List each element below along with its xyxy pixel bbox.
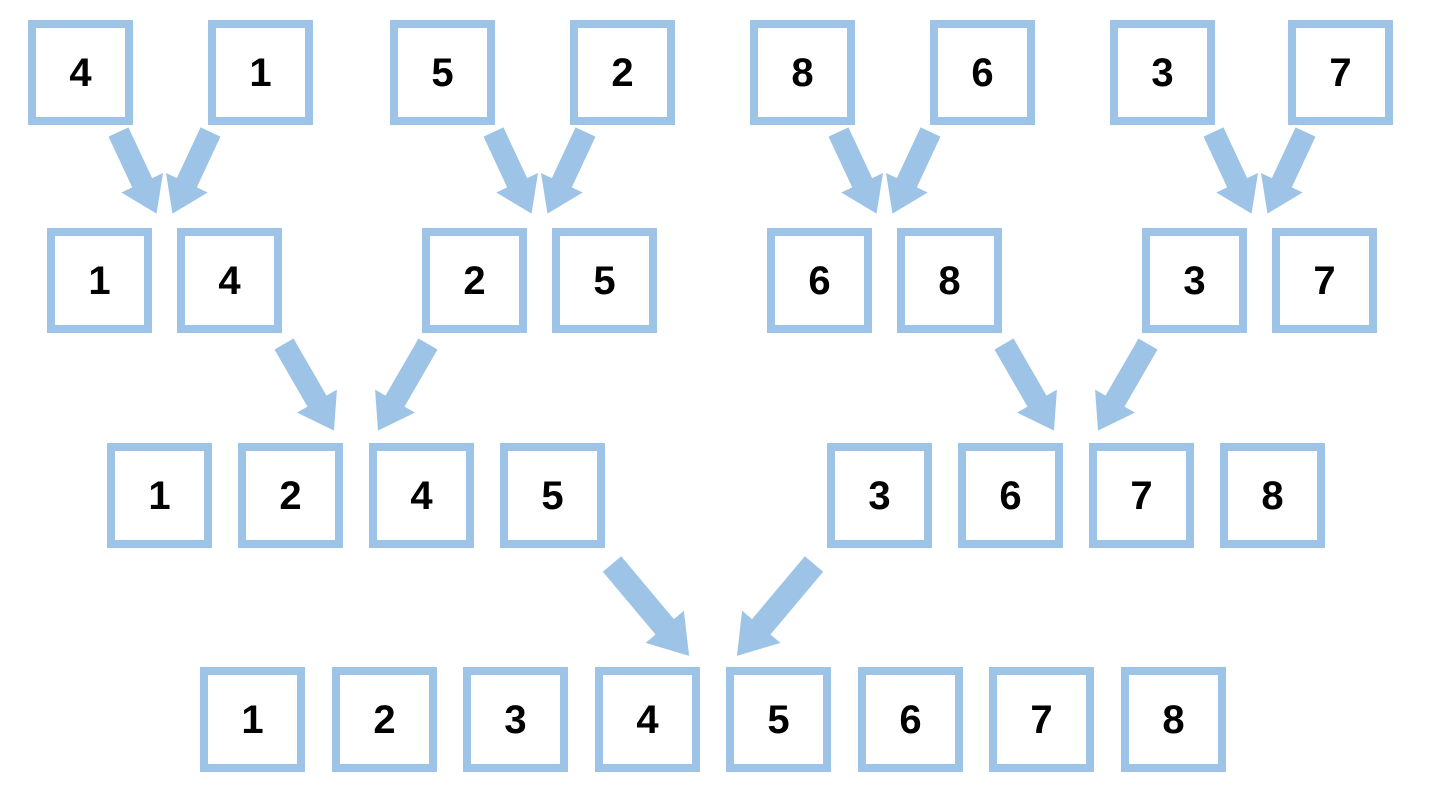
merge-arrow-icon	[165, 127, 221, 214]
value-box: 4	[369, 443, 474, 548]
merge-arrow-icon	[483, 127, 539, 214]
value-box: 8	[897, 228, 1002, 333]
value-box: 5	[500, 443, 605, 548]
merge-arrow-icon	[375, 338, 438, 431]
value-box: 3	[1110, 20, 1215, 125]
merge-arrow-icon	[540, 127, 596, 214]
value-box: 1	[200, 667, 305, 772]
merge-arrow-icon	[1095, 338, 1158, 431]
merge-arrow-icon	[602, 556, 690, 656]
merge-arrow-icon	[1260, 127, 1316, 214]
value-box: 1	[47, 228, 152, 333]
value-box: 6	[858, 667, 963, 772]
value-box: 7	[1272, 228, 1377, 333]
merge-arrow-icon	[1203, 127, 1259, 214]
value-box: 4	[595, 667, 700, 772]
value-box: 2	[422, 228, 527, 333]
value-box: 7	[1288, 20, 1393, 125]
merge-arrow-icon	[994, 338, 1057, 431]
merge-arrow-icon	[885, 127, 941, 214]
value-box: 2	[332, 667, 437, 772]
value-box: 3	[827, 443, 932, 548]
value-box: 8	[1220, 443, 1325, 548]
value-box: 5	[390, 20, 495, 125]
value-box: 4	[28, 20, 133, 125]
value-box: 1	[208, 20, 313, 125]
value-box: 2	[570, 20, 675, 125]
value-box: 5	[726, 667, 831, 772]
value-box: 1	[107, 443, 212, 548]
merge-arrow-icon	[828, 127, 884, 214]
value-box: 7	[1089, 443, 1194, 548]
value-box: 7	[989, 667, 1094, 772]
merge-arrow-icon	[274, 338, 337, 431]
merge-arrow-icon	[736, 556, 824, 656]
value-box: 3	[1142, 228, 1247, 333]
value-box: 3	[463, 667, 568, 772]
value-box: 2	[238, 443, 343, 548]
value-box: 6	[958, 443, 1063, 548]
value-box: 4	[177, 228, 282, 333]
value-box: 6	[930, 20, 1035, 125]
value-box: 5	[552, 228, 657, 333]
merge-arrow-icon	[108, 127, 164, 214]
value-box: 8	[750, 20, 855, 125]
value-box: 6	[767, 228, 872, 333]
value-box: 8	[1121, 667, 1226, 772]
